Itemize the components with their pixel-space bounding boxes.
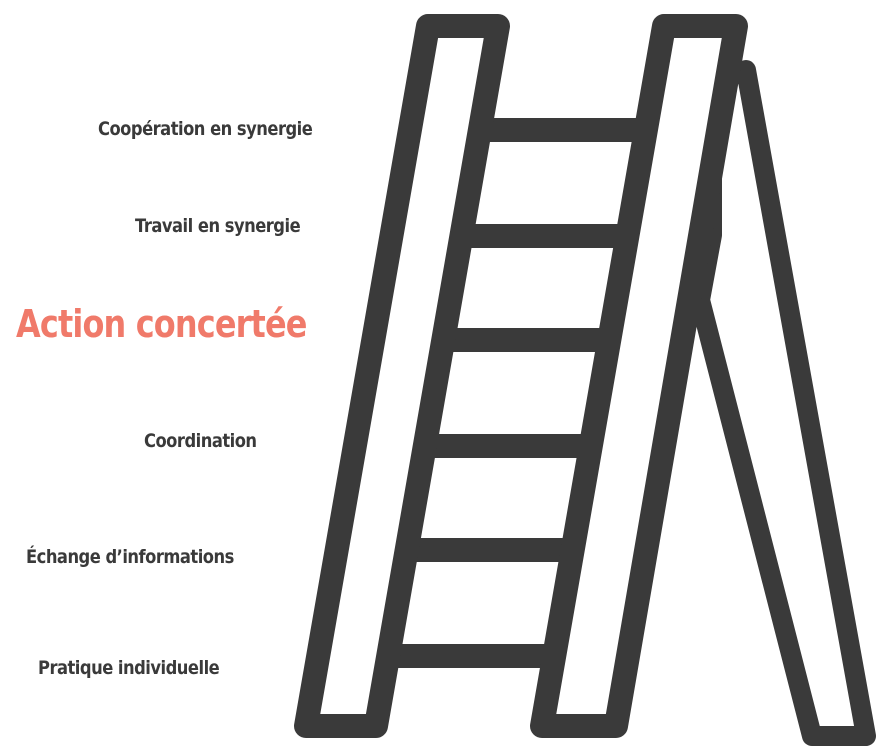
ladder-rear-leg [690, 60, 876, 746]
ladder-rung [444, 328, 602, 352]
ladder-rung [408, 538, 566, 562]
ladder-rung [426, 434, 584, 458]
level-label-cooperation: Coopération en synergie [98, 118, 313, 140]
level-label-action-concertee: Action concertée [16, 302, 307, 346]
level-label-echange: Échange d’informations [26, 546, 234, 568]
level-label-travail: Travail en synergie [135, 215, 301, 237]
ladder-rung [462, 224, 620, 248]
level-label-pratique: Pratique individuelle [38, 657, 220, 679]
ladder-left-rail [294, 14, 510, 738]
level-label-coordination: Coordination [144, 430, 257, 452]
ladder-rungs [388, 118, 640, 668]
ladder-right-rail [530, 14, 748, 738]
ladder-rung [388, 644, 548, 668]
ladder-rung [480, 118, 640, 142]
